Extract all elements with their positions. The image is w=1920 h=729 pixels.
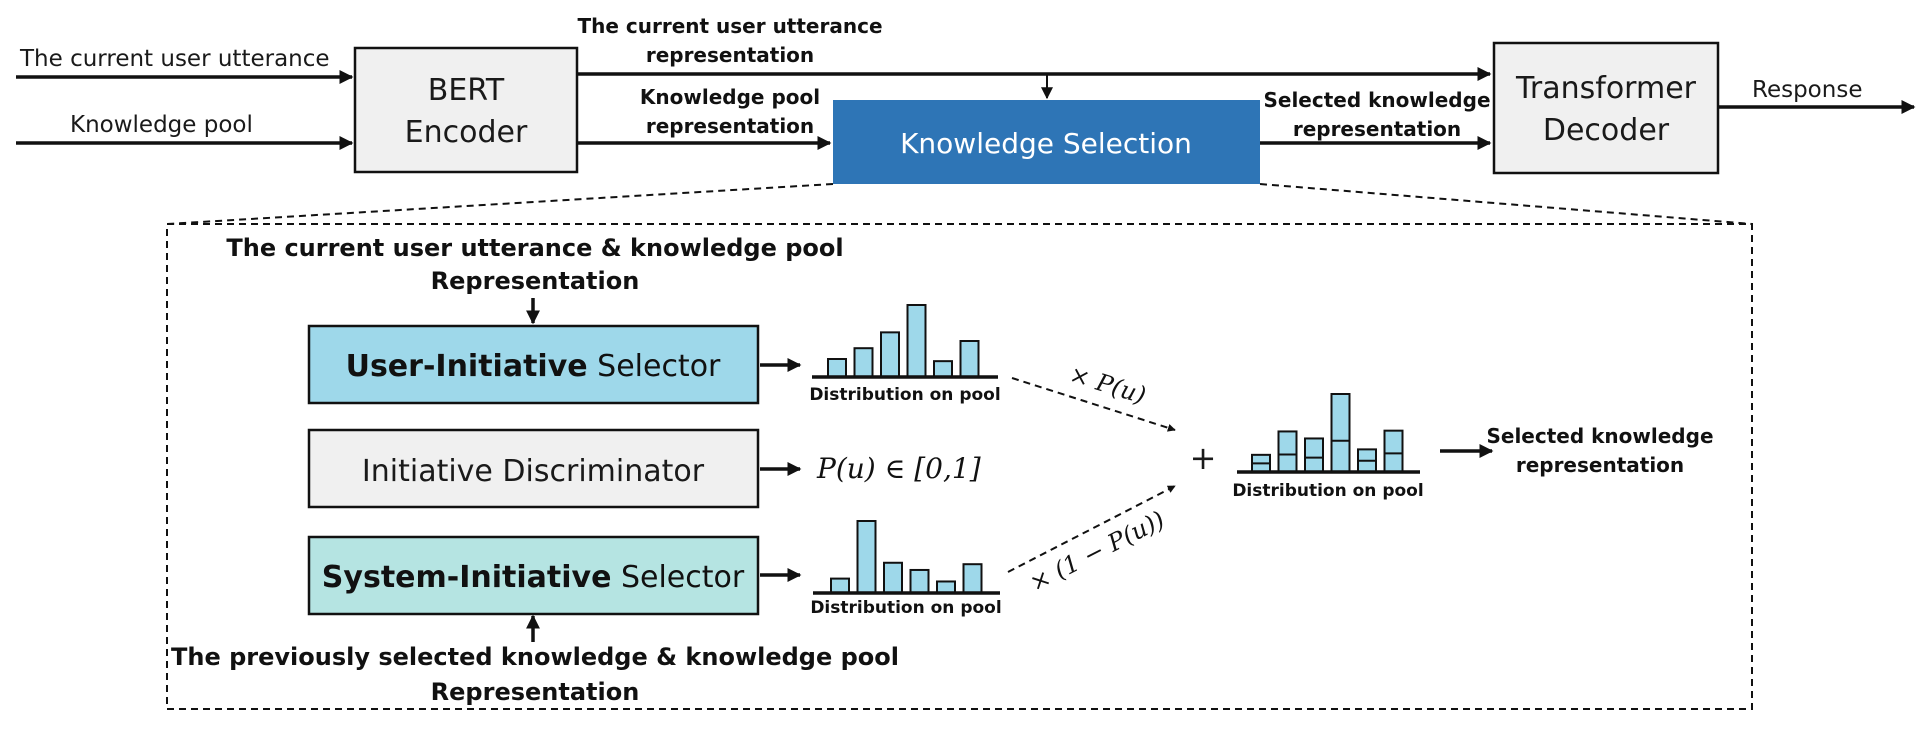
user-distribution-bar xyxy=(959,340,980,378)
utterance-rep-label-line2: representation xyxy=(646,43,814,67)
user-distribution-bar xyxy=(853,347,874,379)
zoom-line-right xyxy=(1259,183,1753,225)
response-label: Response xyxy=(1752,77,1862,103)
system-distribution-bar xyxy=(909,568,930,595)
system-distribution-histogram xyxy=(830,520,983,595)
plus-sign: + xyxy=(1190,439,1217,477)
combined-distribution-histogram xyxy=(1251,393,1404,474)
top-input-label-line1: The current user utterance & knowledge p… xyxy=(226,234,843,262)
system-distribution-bar xyxy=(830,577,850,594)
arrow-system-weighted xyxy=(1007,485,1176,573)
user-distribution-bar xyxy=(906,304,927,378)
combined-distribution-bar xyxy=(1330,393,1351,473)
pool-rep-label-line2: representation xyxy=(646,114,814,138)
combined-distribution-bar xyxy=(1277,430,1298,474)
detail-frame xyxy=(166,223,1753,710)
selected-rep-label-line2: representation xyxy=(1293,117,1461,141)
system-distribution-bar xyxy=(856,520,877,594)
user-distribution-label: Distribution on pool xyxy=(809,385,1000,405)
final-output-label-line2: representation xyxy=(1516,453,1684,477)
combined-distribution-bar xyxy=(1304,437,1324,473)
utterance-rep-label-line1: The current user utterance xyxy=(577,14,882,38)
bottom-input-label-line1: The previously selected knowledge & know… xyxy=(171,643,899,671)
discriminator-label: Initiative Discriminator xyxy=(362,454,705,489)
transformer-decoder-box: Transformer Decoder xyxy=(1492,41,1720,175)
user-distribution-bar xyxy=(827,358,847,378)
decoder-label-line1: Transformer xyxy=(1515,71,1697,106)
user-initiative-selector-box: User-Initiative Selector xyxy=(307,324,760,405)
probability-output: P(u) ∈ [0,1] xyxy=(816,452,981,485)
system-distribution-bar xyxy=(883,561,903,595)
selected-rep-label-line1: Selected knowledge xyxy=(1263,88,1490,112)
initiative-discriminator-box: Initiative Discriminator xyxy=(307,428,760,509)
system-selector-label: System-Initiative Selector xyxy=(322,560,745,595)
knowledge-selection-label: Knowledge Selection xyxy=(900,127,1192,160)
knowledge-selection-box: Knowledge Selection xyxy=(833,100,1260,184)
user-distribution-bar xyxy=(880,331,900,378)
system-distribution-bar xyxy=(962,563,983,595)
user-selector-label: User-Initiative Selector xyxy=(346,349,721,384)
combined-distribution-label: Distribution on pool xyxy=(1232,481,1423,501)
arrow-user-weighted xyxy=(1011,377,1176,432)
system-distribution-label: Distribution on pool xyxy=(810,598,1001,618)
input-utterance-label: The current user utterance xyxy=(19,46,330,72)
input-pool-label: Knowledge pool xyxy=(70,112,253,138)
final-output-label-line1: Selected knowledge xyxy=(1486,424,1713,448)
bert-encoder-box: BERT Encoder xyxy=(353,46,579,174)
bottom-input-label-line2: Representation xyxy=(431,678,640,706)
user-distribution-histogram xyxy=(827,304,980,379)
weight-user-label: × P(u) xyxy=(1066,360,1149,410)
combined-distribution-bar xyxy=(1383,429,1404,474)
zoom-line-left xyxy=(166,183,834,225)
user-distribution-bar xyxy=(933,360,953,379)
encoder-label-line2: Encoder xyxy=(405,115,528,150)
top-input-label-line2: Representation xyxy=(431,267,640,295)
pool-rep-label-line1: Knowledge pool xyxy=(640,85,820,109)
encoder-label-line1: BERT xyxy=(428,73,505,108)
system-initiative-selector-box: System-Initiative Selector xyxy=(307,535,760,616)
decoder-label-line2: Decoder xyxy=(1543,113,1670,148)
weight-system-label: × (1 − P(u)) xyxy=(1025,505,1169,597)
